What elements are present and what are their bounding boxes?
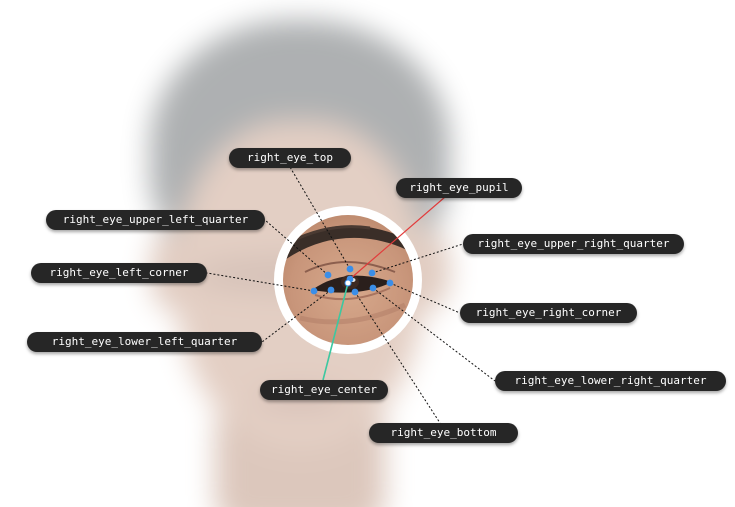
label-right-eye-right-corner: right_eye_right_corner <box>460 303 637 323</box>
label-right-eye-center: right_eye_center <box>260 380 388 400</box>
landmark-point-lower-right-quarter[interactable] <box>369 284 377 292</box>
leader-line-right-corner <box>389 282 461 314</box>
landmark-point-upper-right-quarter[interactable] <box>368 269 376 277</box>
landmark-point-center[interactable] <box>344 279 352 287</box>
landmark-point-lower-left-quarter[interactable] <box>327 286 335 294</box>
landmark-point-upper-left-quarter[interactable] <box>324 271 332 279</box>
label-right-eye-pupil: right_eye_pupil <box>396 178 522 198</box>
label-right-eye-upper-right-quarter: right_eye_upper_right_quarter <box>463 234 684 254</box>
label-right-eye-bottom: right_eye_bottom <box>369 423 518 443</box>
leader-line-upper-left-quarter <box>264 219 329 276</box>
leader-line-center <box>322 282 349 381</box>
landmark-point-bottom[interactable] <box>351 288 359 296</box>
label-right-eye-top: right_eye_top <box>229 148 351 168</box>
leader-line-lower-left-quarter <box>261 289 332 343</box>
leader-line-lower-right-quarter <box>372 287 496 382</box>
label-right-eye-upper-left-quarter: right_eye_upper_left_quarter <box>46 210 265 230</box>
leader-line-pupil <box>349 196 446 280</box>
landmark-point-right-corner[interactable] <box>386 279 394 287</box>
label-right-eye-lower-right-quarter: right_eye_lower_right_quarter <box>495 371 726 391</box>
label-right-eye-left-corner: right_eye_left_corner <box>31 263 207 283</box>
landmark-point-top[interactable] <box>346 265 354 273</box>
landmark-point-left-corner[interactable] <box>310 287 318 295</box>
label-right-eye-lower-left-quarter: right_eye_lower_left_quarter <box>27 332 262 352</box>
